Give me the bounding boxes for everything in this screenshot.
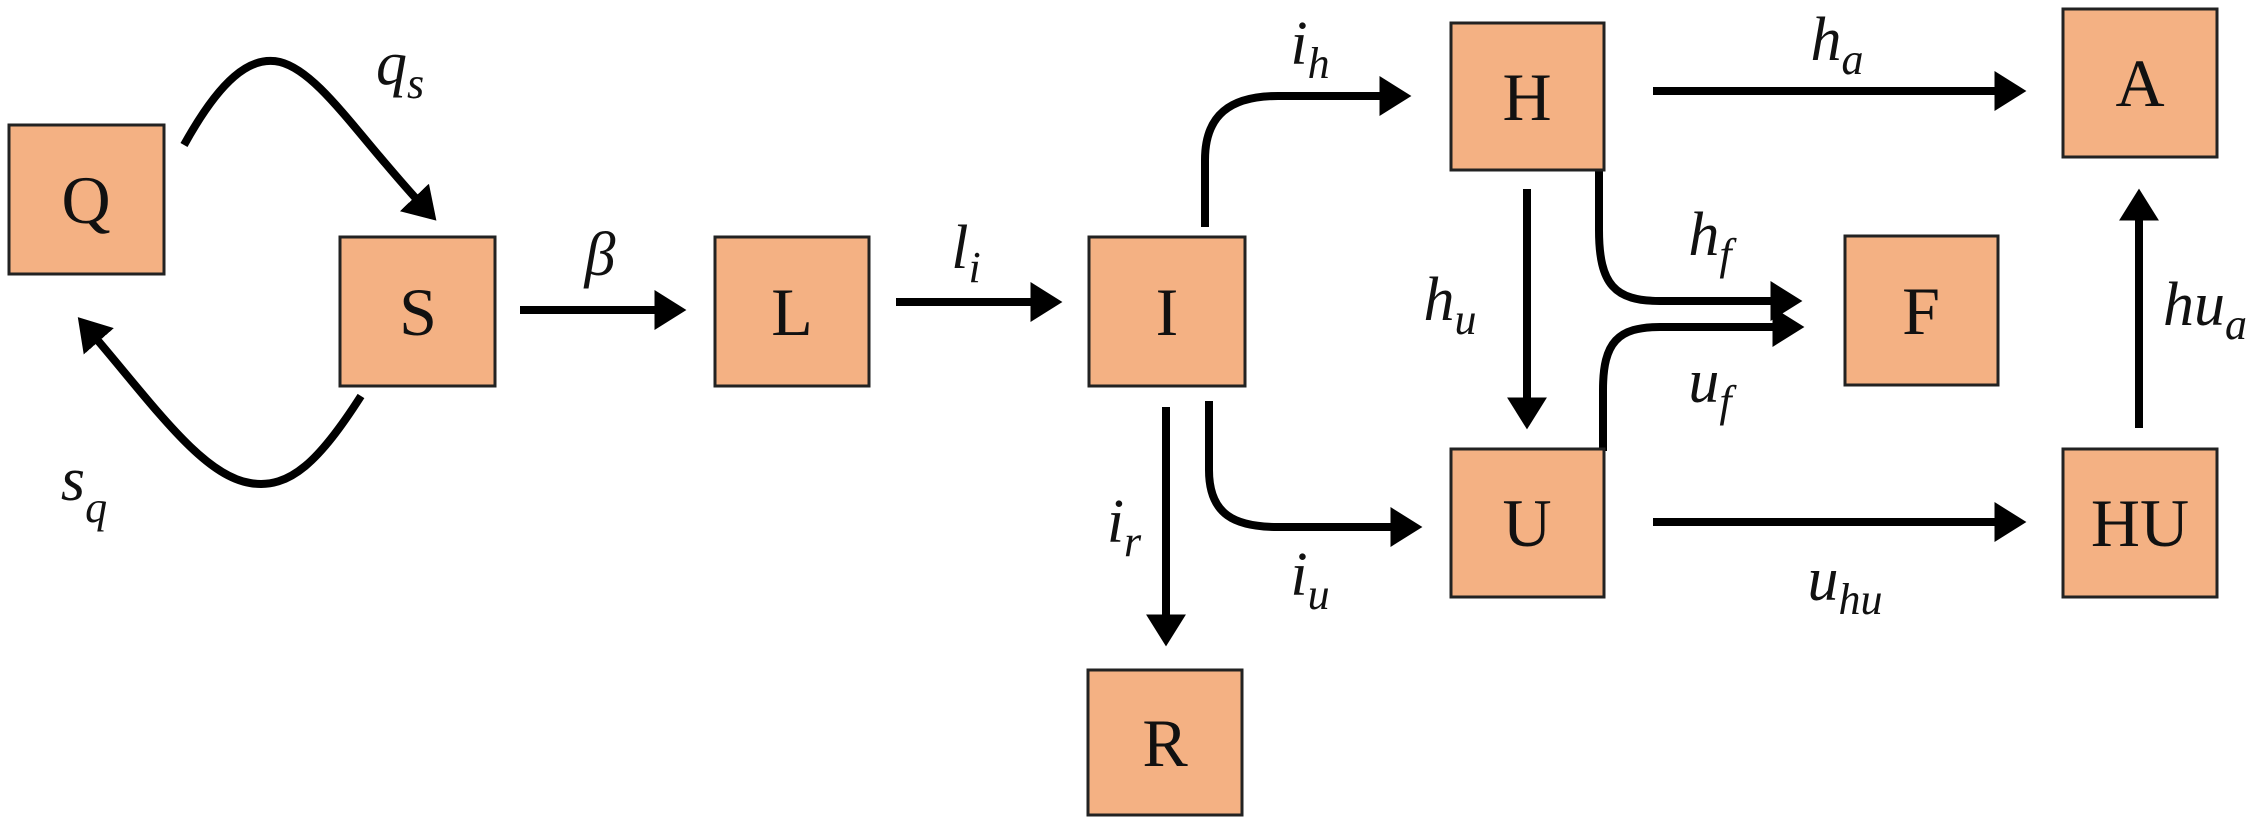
svg-text:Q: Q <box>61 162 110 238</box>
arrow-i-to-h <box>1201 76 1412 227</box>
arrow-u-to-f <box>1599 307 1805 451</box>
svg-text:L: L <box>771 274 813 350</box>
node-s: S <box>338 235 497 388</box>
svg-text:F: F <box>1902 273 1940 349</box>
node-r: R <box>1086 668 1244 817</box>
node-i: I <box>1087 235 1247 388</box>
node-h: H <box>1449 21 1606 172</box>
arrow-s-to-q <box>77 317 365 488</box>
svg-text:S: S <box>399 274 437 350</box>
svg-text:H: H <box>1502 59 1551 135</box>
arrow-q-to-s <box>180 56 437 221</box>
svg-text:HU: HU <box>2091 485 2189 561</box>
node-f: F <box>1843 234 2000 387</box>
node-q: Q <box>7 123 166 276</box>
label-sq: sq <box>61 446 107 532</box>
label-hf: hf <box>1688 201 1737 279</box>
label-beta: β <box>584 221 616 289</box>
label-uhu: uhu <box>1808 546 1883 624</box>
label-ha: ha <box>1811 6 1864 84</box>
label-hu: hu <box>1424 266 1477 344</box>
label-ih: ih <box>1290 10 1329 88</box>
node-u: U <box>1449 447 1606 599</box>
arrow-h-to-f <box>1595 171 1803 321</box>
node-hu: HU <box>2061 447 2219 599</box>
svg-text:R: R <box>1142 705 1188 781</box>
label-li: li <box>951 214 980 292</box>
svg-text:U: U <box>1502 485 1551 561</box>
arrow-i-to-u <box>1205 401 1423 547</box>
label-hua: hua <box>2163 271 2247 349</box>
node-a: A <box>2061 7 2219 159</box>
label-ir: ir <box>1107 488 1142 566</box>
node-l: L <box>713 235 871 388</box>
label-uf: uf <box>1688 348 1737 426</box>
label-iu: iu <box>1290 541 1329 619</box>
svg-text:I: I <box>1156 274 1179 350</box>
svg-text:A: A <box>2115 45 2164 121</box>
label-qs: qs <box>376 30 424 108</box>
